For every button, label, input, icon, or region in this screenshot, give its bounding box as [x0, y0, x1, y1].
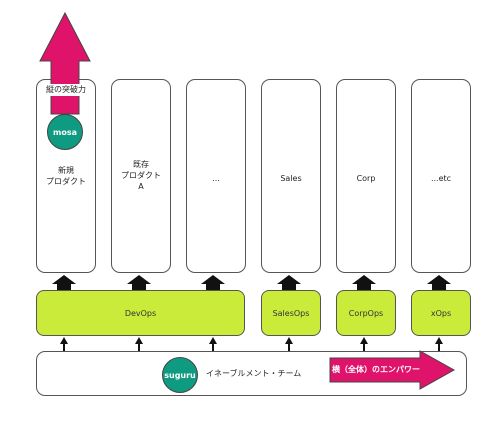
- devops-label: DevOps: [124, 308, 157, 318]
- small-up-arrow: [360, 337, 368, 352]
- column-ellipsis: ...: [186, 79, 246, 273]
- xops-label: xOps: [430, 308, 452, 318]
- up-arrow: [277, 275, 301, 290]
- suguru-avatar-circle: suguru: [162, 357, 198, 393]
- salesops-box: SalesOps: [261, 290, 321, 336]
- column-existing-product-a: 既存 プロダクト A: [111, 79, 171, 273]
- column-corp: Corp: [336, 79, 396, 273]
- suguru-label: suguru: [164, 370, 196, 380]
- horizontal-arrow-label: 横（全体）のエンパワー: [332, 365, 420, 374]
- column-sales: Sales: [261, 79, 321, 273]
- up-arrow: [52, 275, 76, 290]
- up-arrows-base-to-ops: [60, 337, 443, 352]
- column-label: 新規 プロダクト: [46, 166, 86, 186]
- salesops-label: SalesOps: [272, 308, 310, 318]
- small-up-arrow: [135, 337, 143, 352]
- up-arrows-ops-to-columns: [52, 275, 451, 290]
- horizontal-empower-arrow: [329, 350, 456, 390]
- up-arrow: [352, 275, 376, 290]
- small-up-arrow: [209, 337, 217, 352]
- column-label: 既存 プロダクト A: [121, 160, 161, 191]
- up-arrow: [427, 275, 451, 290]
- up-arrow: [201, 275, 225, 290]
- mosa-avatar-circle: mosa: [47, 114, 83, 150]
- column-label: Sales: [280, 174, 302, 183]
- mosa-label: mosa: [53, 127, 77, 137]
- column-label: Corp: [356, 174, 376, 183]
- small-up-arrow: [60, 337, 68, 352]
- devops-box: DevOps: [36, 290, 245, 336]
- enablement-team-label: イネーブルメント・チーム: [206, 369, 302, 378]
- up-arrow: [127, 275, 151, 290]
- corpops-box: CorpOps: [336, 290, 396, 336]
- corpops-label: CorpOps: [348, 308, 384, 318]
- small-up-arrow: [285, 337, 293, 352]
- column-label: ...etc: [430, 174, 452, 183]
- column-label: ...: [212, 174, 220, 183]
- xops-box: xOps: [411, 290, 471, 336]
- small-up-arrow: [435, 337, 443, 352]
- vertical-arrow-label: 縦の突破力: [40, 84, 92, 96]
- column-etc: ...etc: [411, 79, 471, 273]
